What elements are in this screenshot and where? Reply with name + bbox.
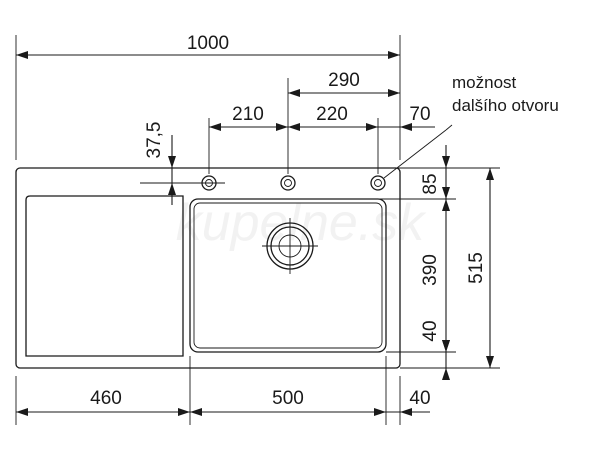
sink-bowl-inner <box>193 202 383 349</box>
note-leader-line <box>383 129 447 179</box>
dimension-bowl-depth-label: 390 <box>420 254 441 286</box>
dimension-bowl-width-label: 500 <box>272 388 304 409</box>
extra-hole-note-line1: možnost <box>452 73 517 92</box>
dimension-total-width-label: 1000 <box>187 33 229 54</box>
dimension-right-rim-width-label: 40 <box>409 388 430 409</box>
dimension-hole-span: 290 <box>288 70 400 97</box>
tap-hole-icon-right <box>370 175 386 191</box>
dimension-drainboard-width-label: 460 <box>90 388 122 409</box>
dimension-hole-edge-right-label: 70 <box>409 104 430 125</box>
dimension-hole-spacing-left-label: 210 <box>232 104 264 125</box>
dimension-bottom-widths: 460 500 40 <box>16 388 431 416</box>
dimension-total-depth: 515 <box>466 168 494 368</box>
dimension-hole-spacing: 210 220 70 <box>209 104 435 131</box>
extension-lines <box>15 35 500 425</box>
dimension-hole-spacing-right-label: 220 <box>316 104 348 125</box>
sink-outer-edge <box>15 167 401 369</box>
dimension-depth-chain: 85 390 40 <box>420 145 450 380</box>
drain-icon <box>262 218 318 274</box>
sink-outline <box>15 167 401 369</box>
drainboard-area <box>25 195 184 357</box>
dimension-bowl-to-bottom-label: 40 <box>420 320 441 341</box>
extra-hole-note: možnost dalšího otvoru <box>383 73 559 179</box>
dimension-hole-offset-top: 37,5 <box>144 122 176 205</box>
dimension-top-to-bowl-label: 85 <box>420 173 441 194</box>
tap-hole-icon-center <box>280 175 296 191</box>
dimension-total-depth-label: 515 <box>466 252 487 284</box>
extra-hole-note-line2: dalšího otvoru <box>452 96 559 115</box>
dimension-total-width: 1000 <box>16 33 400 59</box>
dimension-hole-span-label: 290 <box>328 70 360 91</box>
sink-bowl <box>189 198 387 353</box>
dimension-hole-offset-top-label: 37,5 <box>144 122 165 159</box>
